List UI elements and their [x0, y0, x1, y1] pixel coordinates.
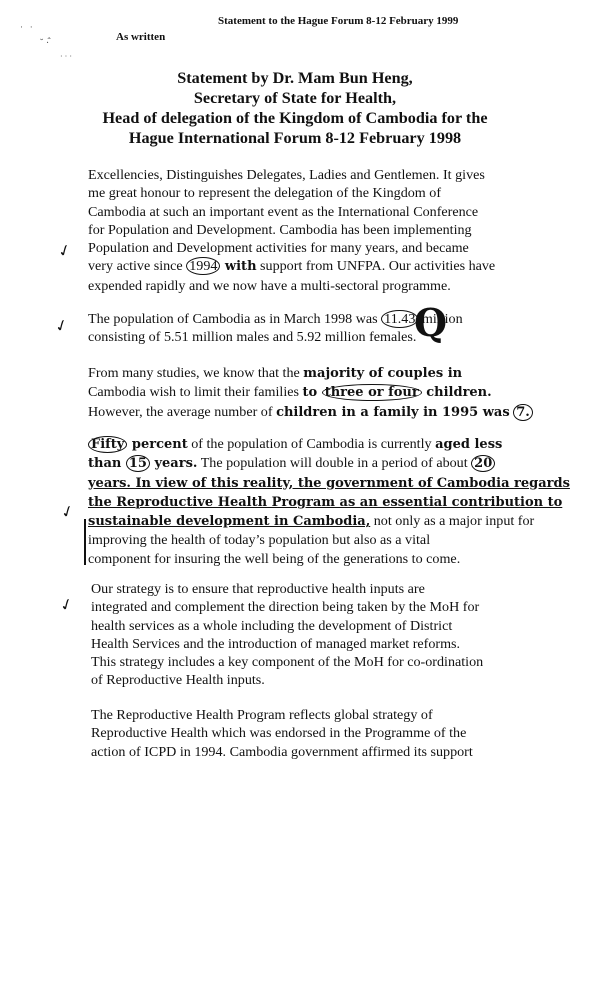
- tick-mark-icon: ✓: [58, 502, 78, 523]
- paragraph-6: The Reproductive Health Program reflects…: [91, 706, 561, 761]
- title-line: Hague International Forum 8-12 February …: [128, 129, 462, 147]
- text-line: me great honour to represent the delegat…: [88, 185, 442, 202]
- text-segment: Cambodia wish to limit their families: [88, 384, 303, 401]
- paragraph-2: The population of Cambodia as in March 1…: [88, 310, 558, 347]
- handwritten-annotation: sustainable development in Cambodia,: [88, 514, 371, 530]
- text-line: the Reproductive Health Program as an es…: [88, 493, 562, 512]
- text-segment: However, the average number of: [88, 403, 277, 420]
- text-line: Cambodia at such an important event as t…: [88, 203, 479, 220]
- text-line: Fifty percent of the population of Cambo…: [88, 435, 558, 454]
- paragraph-4: Fifty percent of the population of Cambo…: [88, 435, 570, 568]
- page-title: Statement by Dr. Mam Bun Heng, Secretary…: [60, 68, 530, 148]
- handwritten-annotation: the Reproductive Health Program as an es…: [88, 494, 563, 510]
- text-line: expended rapidly and we now have a multi…: [88, 277, 451, 294]
- handwritten-annotation: aged less: [435, 437, 503, 452]
- handwritten-annotation: years. In view of this reality, the gove…: [88, 475, 570, 491]
- text-segment: From many studies, we know that the: [88, 365, 304, 381]
- circled-annotation: 15: [125, 455, 150, 473]
- text-line: for Population and Development. Cambodia…: [88, 221, 472, 238]
- handwritten-annotation: with: [220, 259, 257, 275]
- margin-bar-annotation: [84, 519, 86, 565]
- text-line: sustainable development in Cambodia, not…: [88, 512, 558, 531]
- circled-annotation: Fifty: [88, 436, 128, 453]
- handwritten-annotation: than: [88, 456, 126, 472]
- text-line: This strategy includes a key component o…: [91, 654, 484, 671]
- text-line: integrated and complement the direction …: [91, 599, 480, 616]
- as-written-note: As written: [116, 31, 166, 43]
- text-segment: support from UNFPA. Our activities have: [256, 258, 496, 275]
- text-line: years. In view of this reality, the gove…: [88, 474, 570, 493]
- text-line: very active since 1994 with support from…: [88, 257, 558, 276]
- handwritten-annotation: to: [302, 385, 322, 401]
- text-line: Cambodia wish to limit their families to…: [88, 383, 558, 402]
- scan-artifact: · ·: [20, 22, 33, 32]
- handwritten-annotation: children in a family in 1995 was: [276, 404, 510, 420]
- text-line: Population and Development activities fo…: [88, 240, 469, 257]
- text-segment: million: [418, 311, 463, 327]
- circled-annotation: 11.43: [381, 310, 419, 328]
- circled-annotation: 1994: [186, 257, 221, 276]
- tick-mark-icon: ✓: [55, 241, 75, 262]
- text-line: health services as a whole including the…: [91, 617, 453, 634]
- handwritten-q-mark: Q: [414, 300, 448, 345]
- paragraph-5: Our strategy is to ensure that reproduct…: [91, 580, 561, 690]
- text-line: improving the health of today’s populati…: [88, 532, 431, 549]
- handwritten-annotation: children.: [421, 385, 492, 401]
- text-line: action of ICPD in 1994. Cambodia governm…: [91, 743, 473, 760]
- text-line: The Reproductive Health Program reflects…: [91, 707, 433, 723]
- scan-artifact: · · ·: [60, 52, 72, 61]
- text-line: consisting of 5.51 million males and 5.9…: [88, 329, 417, 346]
- text-line: Health Services and the introduction of …: [91, 635, 461, 652]
- circled-annotation: 7.: [513, 403, 533, 421]
- title-line: Statement by Dr. Mam Bun Heng,: [177, 69, 413, 87]
- text-line: Reproductive Health which was endorsed i…: [91, 725, 467, 742]
- text-segment: The population will double in a period o…: [197, 455, 472, 472]
- tick-mark-icon: ✓: [52, 316, 72, 337]
- text-line: Our strategy is to ensure that reproduct…: [91, 581, 425, 597]
- handwritten-annotation: percent: [127, 437, 188, 452]
- document-header: Statement to the Hague Forum 8-12 Februa…: [218, 15, 459, 27]
- text-line: Excellencies, Distinguishes Delegates, L…: [88, 167, 485, 183]
- paragraph-3: From many studies, we know that the majo…: [88, 364, 558, 422]
- text-line: than 15 years. The population will doubl…: [88, 454, 558, 473]
- circled-annotation: 20: [471, 455, 496, 473]
- title-line: Head of delegation of the Kingdom of Cam…: [102, 109, 488, 127]
- text-segment: The population of Cambodia as in March 1…: [88, 311, 382, 327]
- scan-artifact: ˘ ·ꜙ: [40, 38, 50, 49]
- text-segment: not only as a major input for: [370, 513, 535, 530]
- paragraph-1: Excellencies, Distinguishes Delegates, L…: [88, 166, 558, 295]
- title-line: Secretary of State for Health,: [193, 89, 397, 107]
- text-segment: of the population of Cambodia is current…: [187, 436, 436, 452]
- tick-mark-icon: ✓: [57, 595, 77, 616]
- text-line: From many studies, we know that the majo…: [88, 364, 558, 383]
- circled-annotation: three or four: [321, 384, 422, 402]
- text-line: However, the average number of children …: [88, 403, 558, 422]
- text-line: of Reproductive Health inputs.: [91, 672, 265, 689]
- text-segment: very active since: [88, 258, 187, 275]
- handwritten-annotation: majority of couples in: [303, 366, 463, 381]
- text-line: The population of Cambodia as in March 1…: [88, 310, 558, 328]
- handwritten-annotation: years.: [149, 456, 198, 472]
- text-line: component for insuring the well being of…: [88, 550, 461, 567]
